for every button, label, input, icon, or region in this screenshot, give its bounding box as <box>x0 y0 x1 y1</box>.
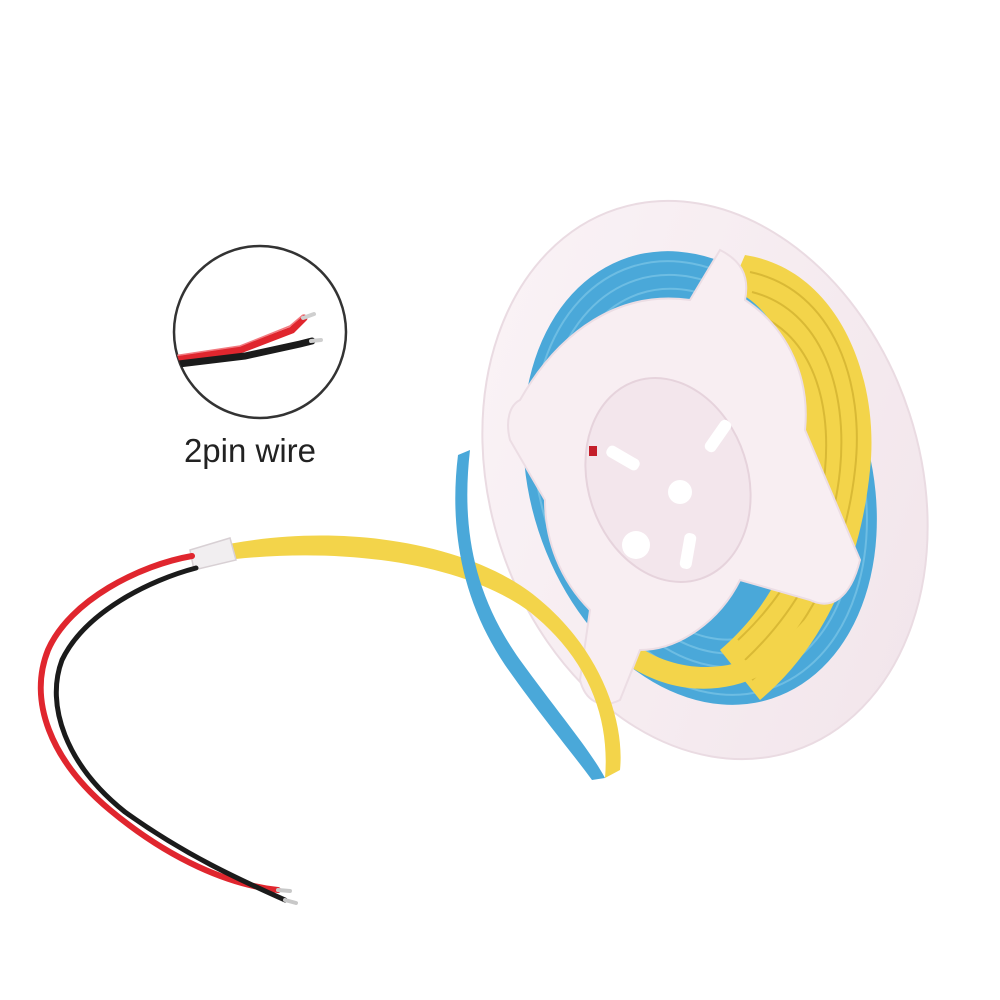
red-black-wire <box>37 553 298 905</box>
wire-closeup-icon <box>172 244 348 420</box>
cob-led-strip-reel-icon <box>481 199 929 761</box>
wire-caption: 2pin wire <box>183 432 317 469</box>
loose-led-strip <box>189 450 621 780</box>
